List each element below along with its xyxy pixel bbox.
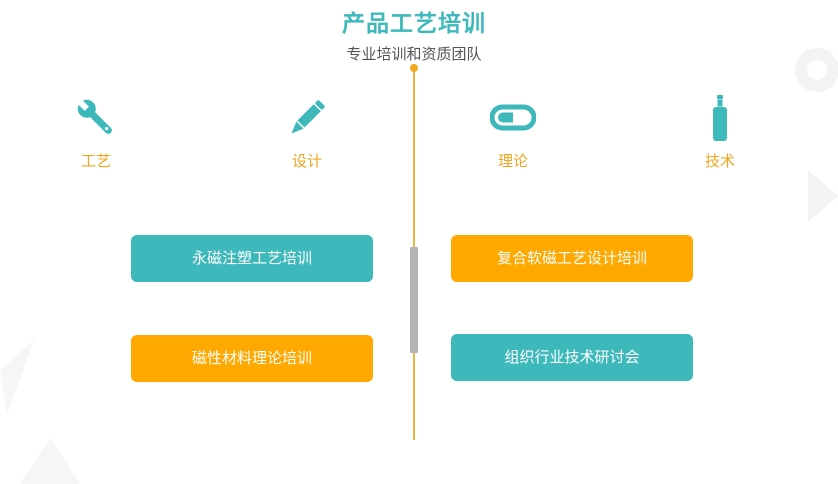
category-label: 工艺 xyxy=(80,152,111,170)
chain-link-icon xyxy=(490,104,536,131)
wrench-icon xyxy=(77,99,112,134)
course-button-industry-seminar[interactable]: 组织行业技术研讨会 xyxy=(451,334,693,381)
page-title: 产品工艺培训 xyxy=(342,11,486,37)
category-craft[interactable]: 工艺 xyxy=(56,95,136,171)
category-label: 技术 xyxy=(704,152,735,170)
decorative-triangle-right xyxy=(808,170,838,222)
bottle-icon xyxy=(713,95,727,141)
decorative-triangle-bottom xyxy=(20,438,80,484)
category-label: 理论 xyxy=(497,152,528,170)
timeline-scroll-bar[interactable] xyxy=(410,247,418,353)
category-label: 设计 xyxy=(291,152,322,170)
course-button-composite-soft-magnetic[interactable]: 复合软磁工艺设计培训 xyxy=(451,235,693,282)
timeline-dot xyxy=(410,64,418,72)
decorative-triangle-left xyxy=(0,332,35,416)
course-button-magnetic-theory[interactable]: 磁性材料理论培训 xyxy=(131,335,373,382)
category-design[interactable]: 设计 xyxy=(267,95,347,171)
page-subtitle: 专业培训和资质团队 xyxy=(346,45,482,63)
course-button-injection-molding[interactable]: 永磁注塑工艺培训 xyxy=(131,235,373,282)
category-technology[interactable]: 技术 xyxy=(680,95,760,171)
pencil-icon xyxy=(291,100,325,134)
category-theory[interactable]: 理论 xyxy=(473,95,553,171)
